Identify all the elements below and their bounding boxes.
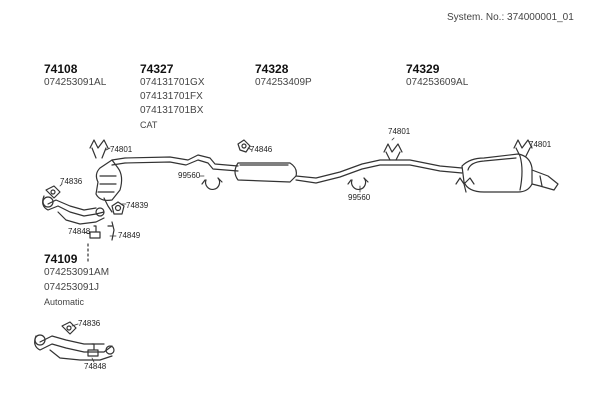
assembly-74327-part-3: 074131701BX [140,105,204,116]
gasket-icon [111,201,125,215]
assembly-74109-note: Automatic [44,297,85,307]
assembly-74328-part: 074253409P [255,77,312,88]
assembly-74108-part: 074253091AL [44,77,107,88]
leader-lines [59,137,533,363]
front-pipe-manual [42,195,105,225]
intermediate-pipe-upper [111,154,239,172]
hanger-clamp-icon [383,143,403,161]
ring-clamp-icon [347,177,369,190]
callout-74848: 74848 [68,227,91,236]
assembly-74327-part-1: 074131701GX [140,77,205,88]
callout-74801: 74801 [529,140,552,149]
catalytic-converter [95,159,123,213]
gasket-icon [45,185,61,199]
assembly-74327-part-2: 074131701FX [140,91,203,102]
assembly-74109-part-1: 074253091AM [44,267,110,278]
callout-74846: 74846 [250,145,273,154]
gasket-icon [237,139,251,153]
assembly-74328-id: 74328 [255,62,289,76]
callout-74836: 74836 [78,319,101,328]
hanger-clamp-icon [89,139,109,159]
assembly-74327-note: CAT [140,120,158,130]
callout-74836: 74836 [60,177,83,186]
callout-99560: 99560 [348,193,371,202]
front-silencer [234,159,463,184]
assembly-74108-id: 74108 [44,62,78,76]
front-pipe-automatic [34,334,115,361]
bolt-icon [89,225,101,239]
assembly-74327-id: 74327 [140,62,174,76]
hanger-clamp-icon [455,177,475,193]
gasket-icon [61,321,77,335]
callout-74839: 74839 [126,201,149,210]
callout-74849: 74849 [118,231,141,240]
bolt-icon [87,343,99,357]
callout-74801: 74801 [388,127,411,136]
ring-clamp-icon [201,177,223,190]
hanger-clamp-icon [513,139,533,157]
callout-99560: 99560 [178,171,201,180]
assembly-74109-part-2: 074253091J [44,282,100,293]
system-number: System. No.: 374000001_01 [447,12,574,23]
callout-74848: 74848 [84,362,107,371]
rear-silencer [461,153,559,193]
assembly-74329-id: 74329 [406,62,440,76]
bolt-icon [107,221,115,241]
assembly-74329-part: 074253609AL [406,77,469,88]
assembly-74109-id: 74109 [44,252,78,266]
callout-74801: 74801 [110,145,133,154]
